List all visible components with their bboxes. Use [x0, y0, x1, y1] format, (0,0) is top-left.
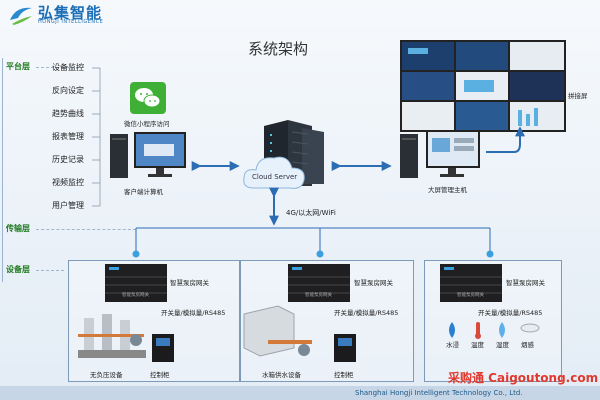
sensor-label-smoke: 烟感: [521, 341, 534, 349]
layer-transport-divider: [36, 229, 136, 230]
menu-item-report[interactable]: 报表管理: [52, 132, 84, 141]
cabinet-icon: [152, 334, 174, 362]
watermark: 采购通 Caigoutong.com: [448, 371, 599, 385]
layer-platform-divider: [36, 67, 84, 68]
gateway-model-label: 智能泵房网关: [457, 293, 484, 298]
splice-screen-label: 拼接屏: [568, 92, 588, 100]
smart-gateway-label: 智慧泵房网关: [170, 279, 209, 287]
pump-icon: [78, 314, 146, 358]
gateway-icon: [288, 264, 350, 302]
gateway-model-label: 智能泵房网关: [122, 293, 149, 298]
client-pc-icon: [110, 132, 186, 178]
sensor-label-temp: 温度: [471, 341, 484, 349]
layer-device-tag: 设备层: [6, 265, 30, 274]
logo-name-cn: 弘集智能: [38, 4, 103, 22]
menu-item-history[interactable]: 历史记录: [52, 155, 84, 164]
menu-bracket: [92, 67, 101, 207]
sensor-label-water: 水浸: [446, 341, 459, 349]
cabinet-icon: [334, 334, 356, 362]
signal-label: 开关量/模拟量/RS485: [334, 309, 399, 317]
screen-host-label: 大屏管理主机: [428, 186, 467, 194]
menu-item-video[interactable]: 视频监控: [52, 178, 84, 187]
sensor-label-humidity: 湿度: [496, 341, 509, 349]
layer-platform-tag: 平台层: [6, 62, 30, 71]
gateway-model-label: 智能泵房网关: [305, 293, 332, 298]
menu-item-device-monitor[interactable]: 设备监控: [52, 63, 84, 72]
page-title: 系统架构: [248, 40, 309, 58]
cloud-label: Cloud Server: [252, 173, 298, 181]
logo-name-en: HONGJI INTELLIGENCE: [38, 19, 104, 25]
menu-item-reverse-setting[interactable]: 反向设定: [52, 86, 84, 95]
screen-host-icon: [400, 130, 480, 178]
footer-bar: [0, 386, 600, 400]
pump-b-label: 水箱供水设备: [262, 371, 301, 379]
footer-company: Shanghai Hongji Intelligent Technology C…: [355, 389, 523, 397]
cloud-icon: [243, 156, 305, 189]
cabinet-label: 控制柜: [334, 371, 354, 379]
client-pc-label: 客户端计算机: [124, 188, 163, 196]
layer-device-divider: [36, 270, 64, 271]
signal-label: 开关量/模拟量/RS485: [161, 309, 226, 317]
wechat-label: 微信小程序访问: [124, 120, 170, 128]
menu-item-trend-curve[interactable]: 趋势曲线: [52, 109, 84, 118]
layer-axis-line: [2, 58, 3, 282]
pump-icon: [243, 305, 312, 357]
network-label: 4G/以太网/WiFi: [286, 209, 336, 217]
pump-a-label: 无负压设备: [90, 371, 123, 379]
cabinet-label: 控制柜: [150, 371, 170, 379]
gateway-icon: [105, 264, 167, 302]
signal-label: 开关量/模拟量/RS485: [478, 309, 543, 317]
wechat-icon[interactable]: [130, 82, 166, 114]
splice-screen-icon: [400, 40, 566, 132]
sensor-icon: [449, 322, 540, 339]
gateway-icon: [440, 264, 502, 302]
smart-gateway-label: 智慧泵房网关: [506, 279, 545, 287]
menu-item-users[interactable]: 用户管理: [52, 201, 84, 210]
logo-icon: [10, 7, 32, 25]
smart-gateway-label: 智慧泵房网关: [354, 279, 393, 287]
layer-transport-tag: 传输层: [6, 224, 30, 233]
